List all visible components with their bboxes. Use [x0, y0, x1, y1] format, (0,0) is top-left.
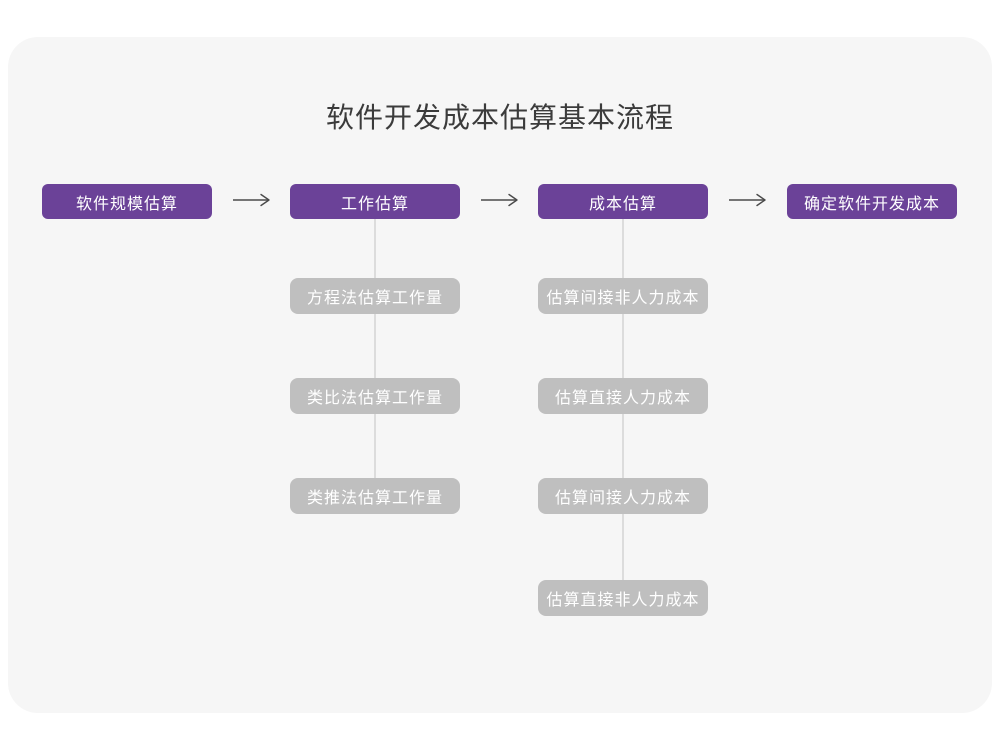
flow-step-label: 软件规模估算 [75, 195, 178, 213]
sub-step-indirect-labor-cost: 估算间接人力成本 [538, 478, 708, 514]
sub-step-label: 方程法估算工作量 [306, 290, 443, 307]
connector-line [374, 219, 376, 497]
flow-step-work-estimation: 工作估算 [290, 184, 460, 219]
arrow-right-icon [232, 193, 272, 207]
sub-step-direct-nonlabor-cost: 估算直接非人力成本 [538, 580, 708, 616]
diagram-title: 软件开发成本估算基本流程 [325, 102, 674, 133]
sub-step-label: 类比法估算工作量 [306, 390, 443, 407]
flow-step-cost-estimation: 成本估算 [538, 184, 708, 219]
sub-step-label: 估算间接人力成本 [554, 490, 691, 507]
sub-step-label: 估算直接非人力成本 [546, 592, 700, 609]
flow-step-label: 工作估算 [340, 195, 409, 213]
sub-step-indirect-nonlabor-cost: 估算间接非人力成本 [538, 278, 708, 314]
arrow-right-icon [480, 193, 520, 207]
flow-step-software-scale-estimation: 软件规模估算 [42, 184, 212, 219]
flow-step-determine-development-cost: 确定软件开发成本 [787, 184, 957, 219]
sub-step-label: 估算间接非人力成本 [546, 290, 700, 307]
sub-step-analogy-method: 类比法估算工作量 [290, 378, 460, 414]
sub-step-direct-labor-cost: 估算直接人力成本 [538, 378, 708, 414]
sub-step-equation-method: 方程法估算工作量 [290, 278, 460, 314]
sub-step-label: 类推法估算工作量 [306, 490, 443, 507]
sub-step-label: 估算直接人力成本 [554, 390, 691, 407]
sub-step-inference-method: 类推法估算工作量 [290, 478, 460, 514]
diagram-card [8, 37, 992, 713]
arrow-right-icon [728, 193, 768, 207]
flow-step-label: 确定软件开发成本 [803, 195, 940, 213]
flow-step-label: 成本估算 [588, 195, 657, 213]
